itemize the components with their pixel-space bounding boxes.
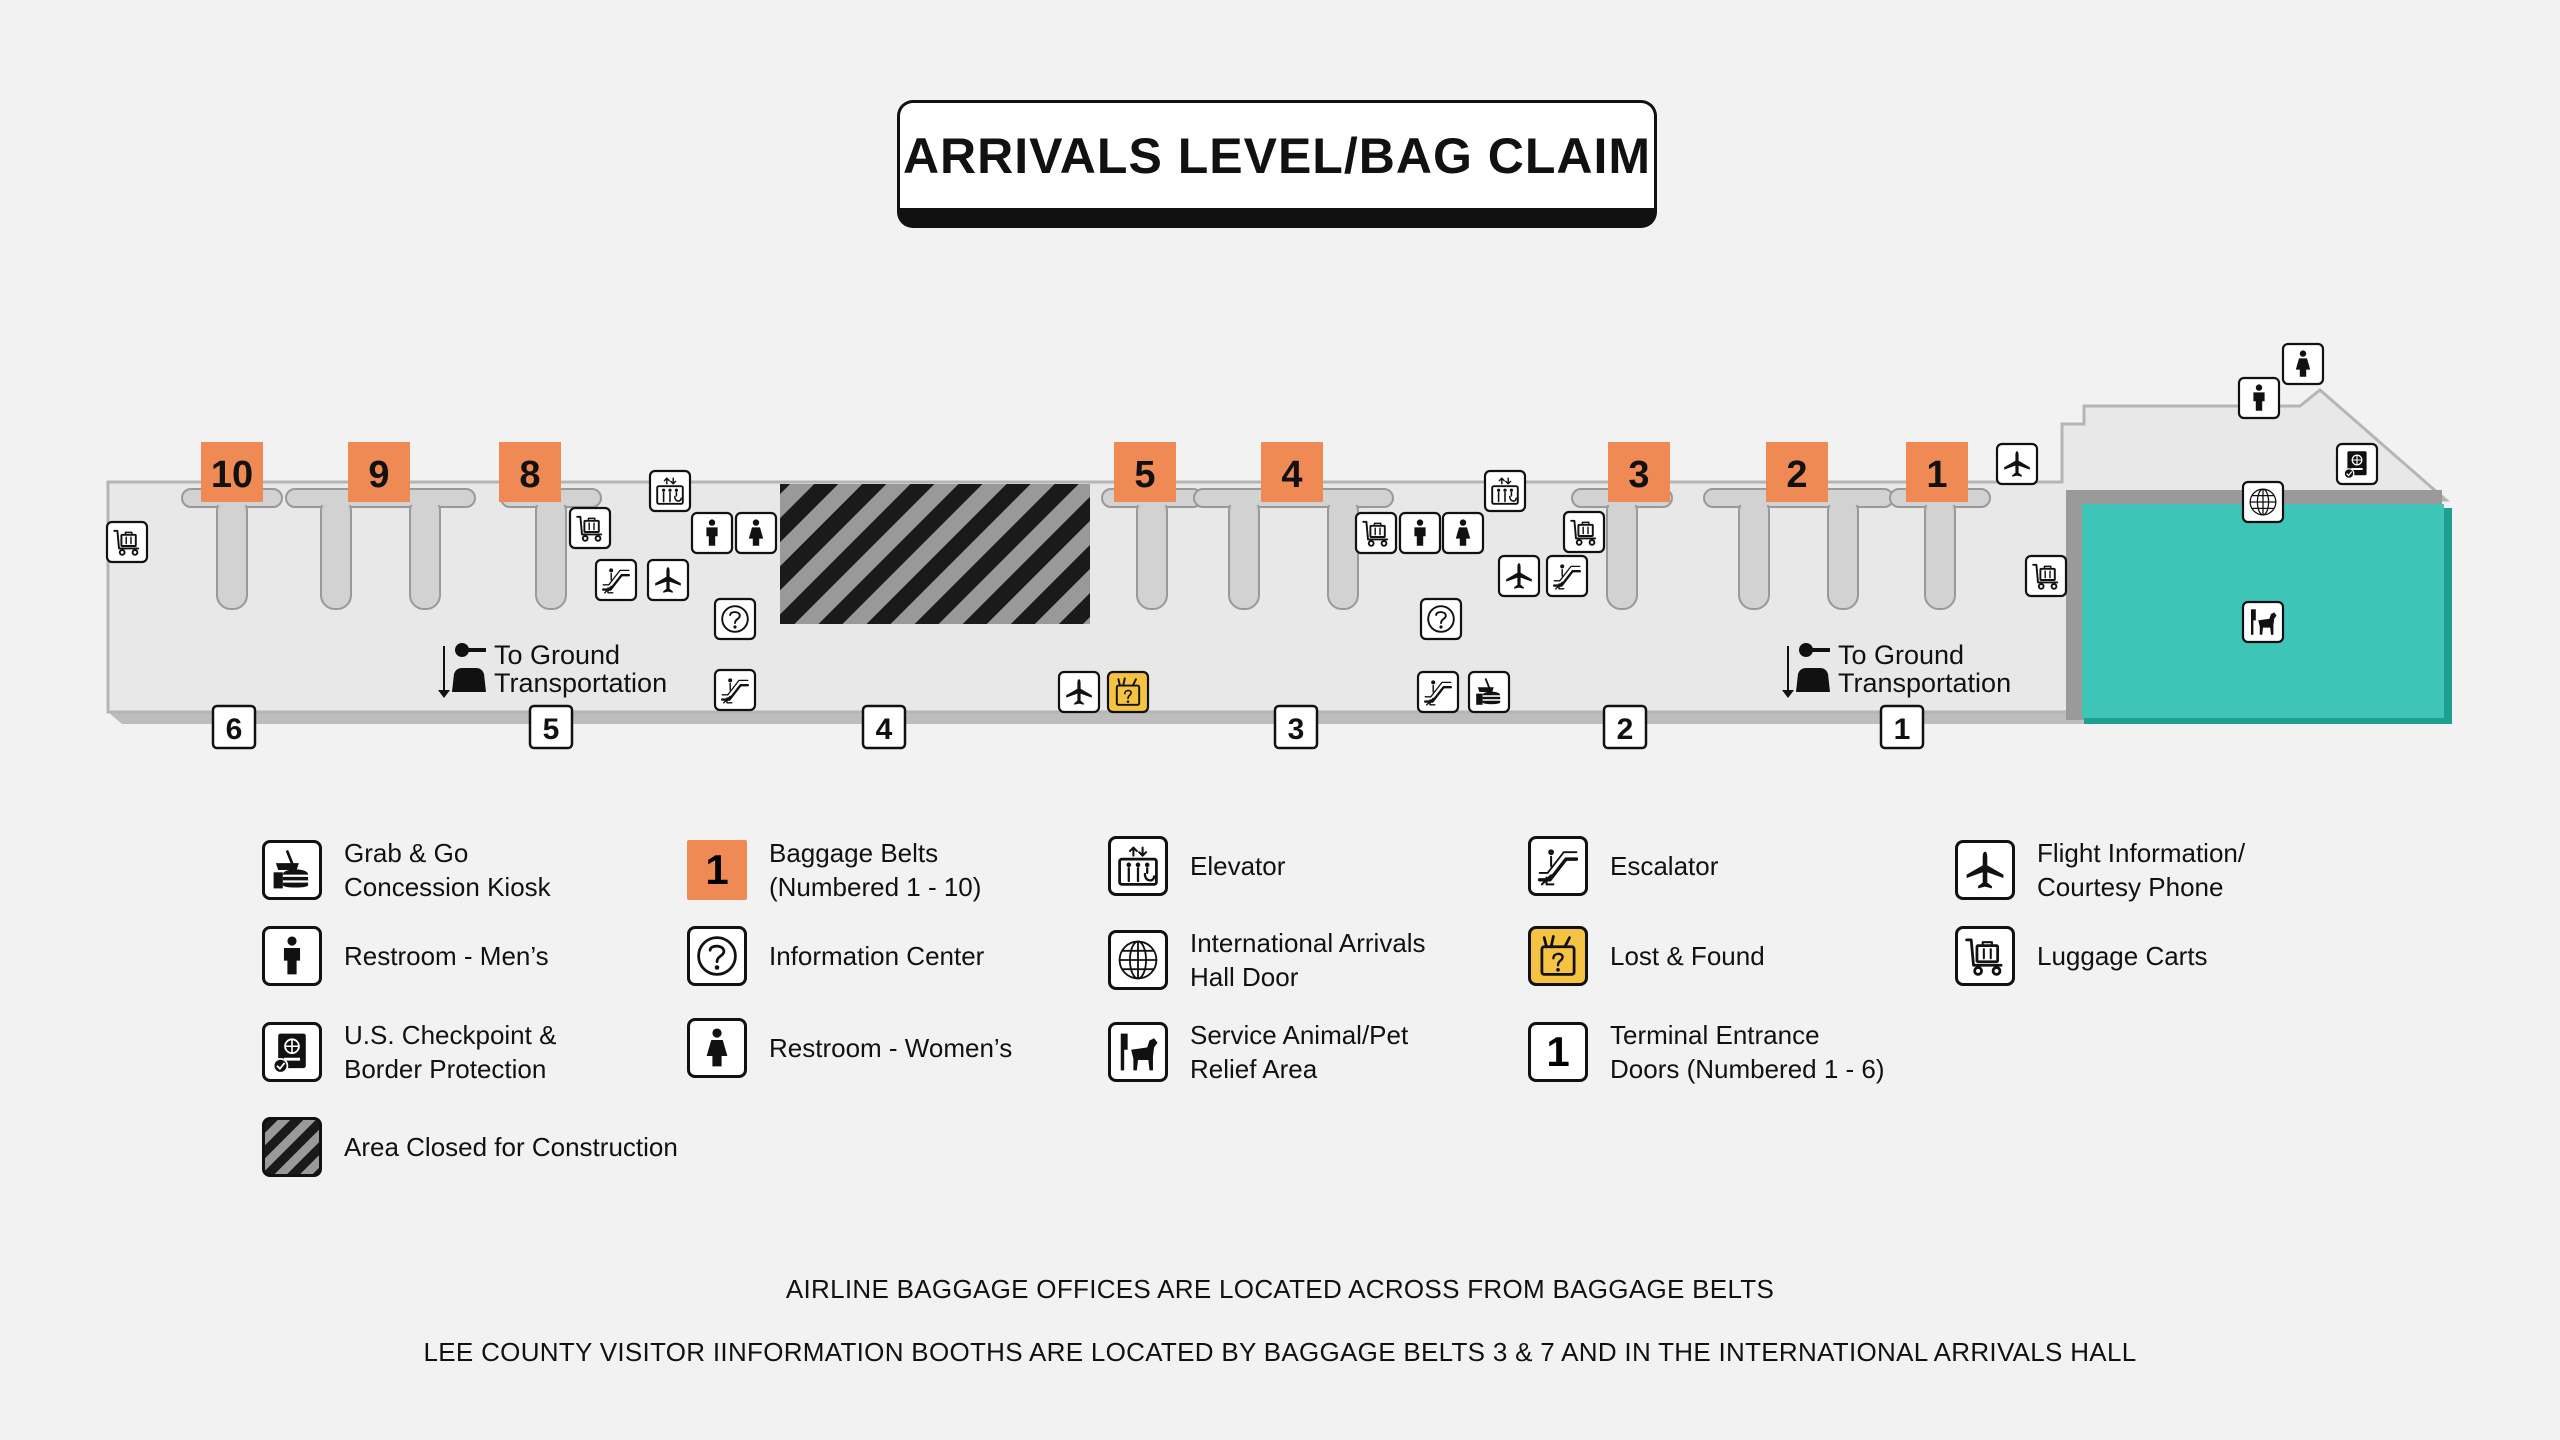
restroom-men-icon — [2237, 376, 2281, 420]
key-icon — [1799, 643, 1813, 657]
door-tile — [1273, 704, 1319, 750]
belt-number-tile — [1906, 442, 1968, 502]
belt-number-tile — [1114, 442, 1176, 502]
belt-number: 10 — [211, 454, 253, 496]
escalator-icon — [1416, 670, 1460, 714]
belt-number-tile — [201, 442, 263, 502]
restroom-men-icon — [690, 511, 734, 555]
terminal-door-6[interactable]: 6 — [211, 704, 257, 750]
globe-icon — [2241, 480, 2285, 524]
baggage-belt-8: 8 — [499, 442, 602, 610]
flight-info-icon — [1995, 442, 2039, 486]
elevator-icon — [648, 469, 692, 513]
door-tile — [861, 704, 907, 750]
baggage-belt-1: 1 — [1889, 442, 1991, 610]
title-box: ARRIVALS LEVEL/BAG CLAIM — [897, 100, 1657, 228]
door-number: 6 — [226, 713, 243, 746]
terminal-door-2[interactable]: 2 — [1602, 704, 1648, 750]
belt-number: 1 — [1926, 454, 1947, 496]
belt-number: 3 — [1628, 454, 1649, 496]
baggage-belt-9: 9 — [285, 442, 476, 610]
restroom-women-icon — [734, 511, 778, 555]
door-tile — [1879, 704, 1925, 750]
car-icon — [1796, 668, 1830, 692]
belt-stem — [1827, 496, 1859, 610]
belt-stem — [1228, 496, 1260, 610]
escalator-icon — [713, 668, 757, 712]
flight-info-icon — [646, 558, 690, 602]
floor-depth — [108, 712, 2086, 724]
belt-stem — [409, 496, 441, 610]
footer-baggage-offices: AIRLINE BAGGAGE OFFICES ARE LOCATED ACRO… — [785, 1274, 1775, 1304]
footer-visitor-booths: LEE COUNTY VISITOR IINFORMATION BOOTHS A… — [423, 1337, 2137, 1367]
elevator-icon — [1483, 469, 1527, 513]
belt-stem — [1327, 496, 1359, 610]
baggage-belt-4: 4 — [1193, 442, 1394, 610]
restroom-women-icon — [2281, 342, 2325, 386]
escalator-icon — [594, 558, 638, 602]
belt-stem — [216, 496, 248, 610]
belt-stem — [320, 496, 352, 610]
terminal-door-4[interactable]: 4 — [861, 704, 907, 750]
car-icon — [452, 668, 486, 692]
baggage-belt-10: 10 — [181, 442, 283, 610]
terminal-floor — [106, 388, 2450, 714]
luggage-cart-icon — [2024, 554, 2068, 598]
door-number: 1 — [1894, 713, 1911, 746]
belt-number: 9 — [368, 454, 389, 496]
baggage-belt-3: 3 — [1571, 442, 1673, 610]
door-number: 4 — [876, 713, 893, 746]
baggage-belt-2: 2 — [1703, 442, 1894, 610]
ground-transport-east: To Ground Transportation — [1782, 640, 2011, 698]
door-tile — [211, 704, 257, 750]
information-icon — [1419, 597, 1463, 641]
ground-transport-label-line1: To Ground — [1838, 640, 1964, 670]
belt-number: 4 — [1281, 454, 1302, 496]
lost-found-icon — [1106, 670, 1150, 714]
belt-stem — [535, 496, 567, 610]
belt-number-tile — [348, 442, 410, 502]
terminal-door-1[interactable]: 1 — [1879, 704, 1925, 750]
belt-number-tile — [1766, 442, 1828, 502]
door-number: 2 — [1617, 713, 1634, 746]
belt-number-tile — [499, 442, 561, 502]
ground-transport-label-line2: Transportation — [1838, 668, 2011, 698]
flight-info-icon — [1497, 554, 1541, 598]
page-title: ARRIVALS LEVEL/BAG CLAIM — [902, 127, 1652, 184]
restroom-women-icon — [1441, 511, 1485, 555]
service-animal-icon — [2241, 600, 2285, 644]
door-number: 3 — [1288, 713, 1305, 746]
ground-transport-label-line2: Transportation — [494, 668, 667, 698]
ground-transport-label-line1: To Ground — [494, 640, 620, 670]
flight-info-icon — [1057, 670, 1101, 714]
belt-number: 5 — [1134, 454, 1155, 496]
passport-icon — [2335, 442, 2379, 486]
door-tile — [528, 704, 574, 750]
belt-number: 8 — [519, 454, 540, 496]
terminal-door-3[interactable]: 3 — [1273, 704, 1319, 750]
baggage-belt-5: 5 — [1101, 442, 1203, 610]
ground-transport-west: To Ground Transportation — [438, 640, 667, 698]
belt-stem — [1136, 496, 1168, 610]
luggage-cart-icon — [105, 520, 149, 564]
terminal-door-5[interactable]: 5 — [528, 704, 574, 750]
restroom-men-icon — [1398, 511, 1442, 555]
escalator-icon — [1545, 554, 1589, 598]
belt-stem — [1606, 496, 1638, 610]
grab-go-icon — [1467, 670, 1511, 714]
luggage-cart-icon — [1354, 511, 1398, 555]
luggage-cart-icon — [1562, 510, 1606, 554]
key-icon — [455, 643, 469, 657]
belt-stem — [1738, 496, 1770, 610]
belt-number: 2 — [1786, 454, 1807, 496]
door-number: 5 — [543, 713, 560, 746]
belt-number-tile — [1608, 442, 1670, 502]
door-tile — [1602, 704, 1648, 750]
luggage-cart-icon — [568, 506, 612, 550]
construction-area — [780, 484, 1090, 624]
information-icon — [713, 597, 757, 641]
belt-stem — [1924, 496, 1956, 610]
belt-number-tile — [1261, 442, 1323, 502]
